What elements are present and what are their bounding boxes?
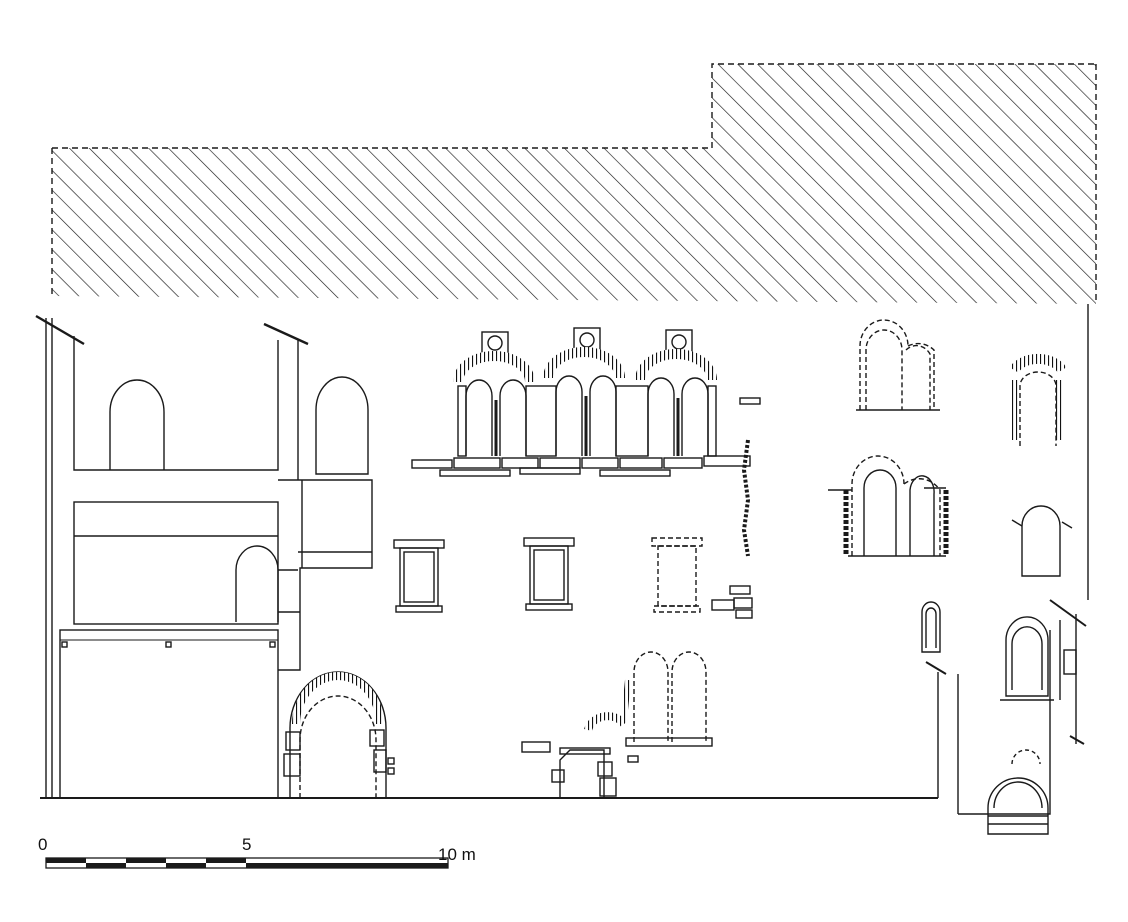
right-lower-block xyxy=(925,304,1089,835)
lower-biforium xyxy=(584,651,713,747)
connecting-wall xyxy=(278,376,373,671)
left-tower-block xyxy=(35,314,309,799)
arcade-biforia xyxy=(411,327,761,557)
middle-window xyxy=(235,545,279,622)
scale-label-end: 10 m xyxy=(438,845,476,864)
upper-right-biforium-dashed xyxy=(856,319,940,411)
upper-window-left xyxy=(109,379,165,470)
lower-doorway xyxy=(521,741,639,798)
rosette-left xyxy=(481,331,509,355)
loose-stones xyxy=(711,585,753,619)
hatched-upper-wall xyxy=(51,63,1097,304)
scale-label-zero: 0 xyxy=(38,835,47,854)
rect-window-left xyxy=(393,539,445,613)
far-right-small-window xyxy=(1011,505,1073,577)
apse-niche xyxy=(987,777,1049,835)
scale-bar: 0 5 10 m xyxy=(38,835,476,869)
middle-right-biforium xyxy=(828,455,949,557)
left-doorway xyxy=(283,671,395,798)
apse-window xyxy=(1000,616,1054,701)
rect-window-center xyxy=(523,537,575,611)
rect-window-right-dashed xyxy=(651,537,703,613)
upper-window-right xyxy=(315,376,369,475)
far-right-window-voussoir xyxy=(1009,353,1067,446)
scale-label-mid: 5 xyxy=(242,835,251,854)
narrow-slit-window xyxy=(921,601,941,653)
